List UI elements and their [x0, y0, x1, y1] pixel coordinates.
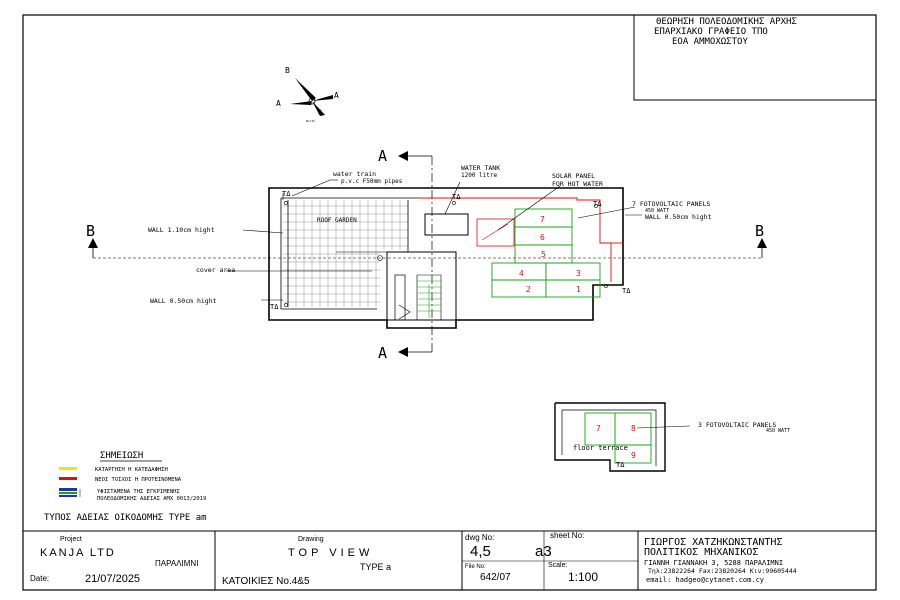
north-arrow-a-right: A: [334, 91, 339, 100]
label-td: ΤΔ: [616, 461, 625, 469]
legend-swatch-new: [59, 477, 77, 480]
label-wall-110: WALL 1.10cm hight: [148, 226, 215, 234]
section-a-bottom: A: [378, 344, 387, 362]
authority-line-2: ΕΠΑΡΧΙΑΚΟ ΓΡΑΦΕΙΟ ΤΠΟ: [654, 27, 768, 37]
stair-core: [386, 251, 457, 321]
section-line-a: A A: [378, 147, 433, 362]
label-pv-main: 7 FOTOVOLTAIC PANELS: [632, 200, 710, 208]
permit-type: ΤΥΠΟΣ ΑΔΕΙΑΣ ΟΙΚΟΔΟΜΗΣ TYPE am: [44, 513, 207, 523]
authority-stamp: ΘΕΩΡΗΣΗ ΠΟΛΕΟΔΟΜΙΚΗΣ ΑΡΧΗΣ ΕΠΑΡΧΙΑΚΟ ΓΡΑ…: [633, 14, 877, 101]
drawing-houses: ΚΑΤΟΙΚΙΕΣ No.4&5: [222, 576, 310, 587]
label-solar-panel: SOLAR PANEL: [552, 172, 595, 180]
legend-swatch-demolition: [59, 467, 77, 470]
engineer-email: email: hadgeo@cytanet.com.cy: [646, 576, 764, 584]
dwg-value: 4,5: [470, 543, 491, 560]
title-block: Project KANJA LTD ΠΑΡΑΛΙΜΝΙ Date: 21/07/…: [23, 530, 876, 590]
legend-swatch-existing-blue: [59, 495, 77, 497]
sheet-label: sheet No:: [550, 531, 584, 540]
north-arrow: B A A N North: [276, 66, 339, 123]
legend-item: ΚΑΤΑΡΓΗΣΗ Η ΚΑΤΕΔΑΦΗΣΗ: [95, 467, 168, 473]
legend-title: ΣΗΜΕΙΩΣΗ: [100, 451, 143, 461]
label-pv-main-watt: 450 WATT: [645, 208, 669, 214]
sheet-value: a3: [535, 543, 552, 560]
legend: ΣΗΜΕΙΩΣΗ ΚΑΤΑΡΓΗΣΗ Η ΚΑΤΕΔΑΦΗΣΗ ΝΕΟΙ ΤΟΙ…: [59, 451, 206, 502]
project-name: KANJA LTD: [40, 547, 116, 559]
legend-swatch-existing: [59, 488, 77, 491]
engineer-address: ΓΙΑΝΝΗ ΓΙΑΝΝΑΚΗ 3, 5288 ΠΑΡΑΛΙΜΝΙ: [644, 559, 783, 567]
section-b-right: B: [755, 222, 764, 240]
section-a-top: A: [378, 147, 387, 165]
pv-panel-number: 7: [596, 424, 601, 433]
pv-panel-number: 7: [540, 215, 545, 224]
north-arrow-sub: North: [306, 119, 315, 123]
label-water-tank-litre: 1200 litre: [461, 172, 498, 179]
legend-item: ΝΕΟΙ ΤΟΙΧΟΙ Η ΠΡΟΤΕΙΝΟΜΕΝΑ: [95, 477, 182, 483]
label-td: ΤΔ: [593, 200, 602, 208]
pv-panel-number: 6: [540, 233, 545, 242]
floor-terrace-plan: 7 8 9 floor terrace ΤΔ 3 FOTOVOLTAIC PAN…: [554, 402, 790, 472]
label-water-tank: WATER TANK: [461, 164, 500, 172]
engineer-phone: Τηλ:23822264 Fax:23820264 Κιν:99605444: [648, 567, 797, 575]
date-value: 21/07/2025: [85, 573, 140, 585]
label-td: ΤΔ: [622, 287, 631, 295]
annotations: water train p.v.c F50mm pipes WATER TANK…: [148, 164, 712, 311]
scale-label: Scale:: [548, 562, 568, 569]
sheet-border: [22, 14, 877, 591]
label-floor-terrace: floor terrace: [573, 444, 628, 452]
pv-panel-number: 1: [576, 285, 581, 294]
label-cover-area: cover area: [196, 266, 235, 274]
authority-line-3: ΕΟΑ ΑΜΜΟΧΩΣΤΟΥ: [672, 37, 748, 47]
label-td: ΤΔ: [452, 193, 461, 201]
roof-garden-hatch: [283, 200, 408, 307]
pv-panel-number: 3: [576, 269, 581, 278]
drawing-title: TOP VIEW: [288, 547, 373, 559]
roof-garden-label: ROOF GARDEN: [317, 217, 357, 224]
dwg-label: dwg No:: [465, 533, 494, 542]
solar-panel: [476, 218, 515, 247]
engineer-title: ΠΟΛΙΤΙΚΟΣ ΜΗΧΑΝΙΚΟΣ: [644, 547, 758, 558]
scale-value: 1:100: [568, 570, 598, 584]
legend-swatch-existing-green: [59, 492, 77, 494]
legend-item: ΥΦΙΣΤΑΜΕΝΑ ΤΗΣ ΕΓΚΡΙΜΕΝΗΣ: [97, 489, 180, 495]
label-water-train-pipes: p.v.c F50mm pipes: [341, 178, 403, 185]
drawing-type: TYPE a: [360, 562, 391, 572]
leader-lines: [226, 179, 642, 301]
north-arrow-a-left: A: [276, 99, 281, 108]
project-label: Project: [60, 536, 82, 543]
pv-panel-number: 4: [519, 269, 524, 278]
label-wall-050-left: WALL 0.50cm hight: [150, 297, 217, 305]
pv-panel-number: 8: [631, 424, 636, 433]
project-location: ΠΑΡΑΛΙΜΝΙ: [155, 559, 198, 568]
label-td: ΤΔ: [270, 303, 279, 311]
north-arrow-b: B: [285, 66, 290, 75]
pv-panels-terrace: [584, 412, 652, 464]
pv-panel-number: 2: [526, 285, 531, 294]
section-line-b: B B: [86, 222, 767, 259]
water-tank: [424, 213, 469, 236]
legend-item: ΠΟΛΕΟΔΟΜΙΚΗΣ ΑΔΕΙΑΣ ΑΜΧ 0013/2019: [97, 496, 206, 502]
label-wall-050-right: WALL 0.50cm hight: [645, 213, 712, 221]
pv-panels-main: [491, 208, 601, 298]
pv-panel-number: 9: [631, 451, 636, 460]
file-value: 642/07: [480, 572, 511, 583]
engineer-name: ΓΙΩΡΓΟΣ ΧΑΤΖΗΚΩΝΣΤΑΝΤΗΣ: [644, 537, 782, 548]
north-arrow-n: N: [318, 109, 322, 116]
file-label: File No:: [465, 564, 486, 570]
label-water-train: water train: [333, 170, 376, 178]
pv-panel-number: 5: [541, 250, 546, 259]
drawing-label: Drawing: [298, 536, 324, 543]
label-pv-terrace-watt: 450 WATT: [766, 428, 790, 434]
label-td: ΤΔ: [282, 190, 291, 198]
date-label: Date:: [30, 574, 49, 583]
roof-plan: 7 6 5 4 3 2 1 ROOF GARDEN: [268, 187, 624, 329]
section-b-left: B: [86, 222, 95, 240]
authority-line-1: ΘΕΩΡΗΣΗ ΠΟΛΕΟΔΟΜΙΚΗΣ ΑΡΧΗΣ: [656, 17, 797, 27]
label-solar-panel-hot-water: FOR HOT WATER: [552, 180, 603, 188]
label-pv-terrace: 3 FOTOVOLTAIC PANELS: [698, 421, 776, 429]
